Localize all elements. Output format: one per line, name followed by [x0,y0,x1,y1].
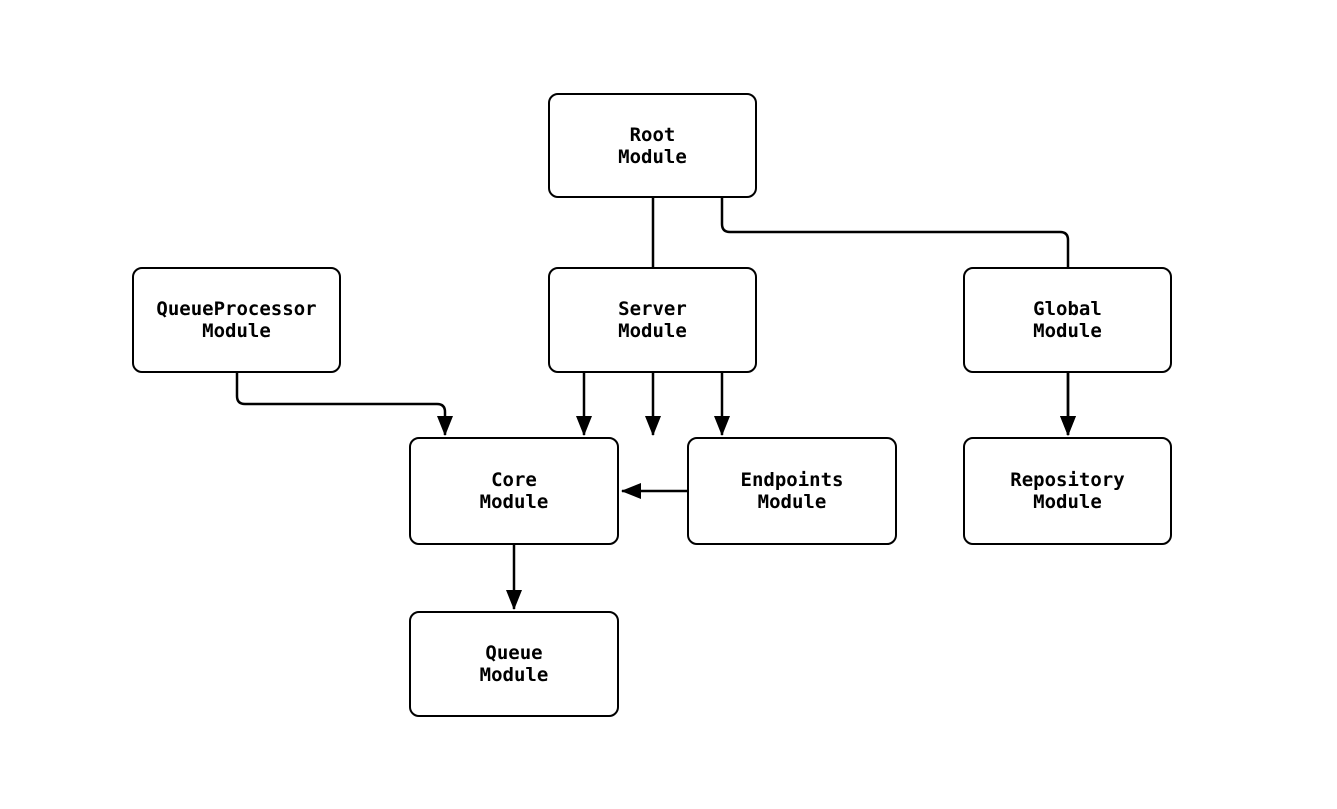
node-endpoints-module-label-line2: Module [757,491,827,513]
node-root-module: Root Module [548,93,757,198]
node-endpoints-module: Endpoints Module [687,437,897,545]
node-core-module: Core Module [409,437,619,545]
node-repository-module-label-line2: Module [1033,491,1102,513]
node-endpoints-module-label-line1: Endpoints [740,469,844,491]
node-queue-module: Queue Module [409,611,619,717]
node-root-module-label-line1: Root [629,123,676,146]
node-root-module-label-line2: Module [618,145,687,168]
node-core-module-label-line2: Module [479,491,549,513]
edge-queueprocessor-to-core [235,373,453,436]
node-repository-module-label-line1: Repository [1010,469,1125,491]
node-server-module-label-line1: Server [618,298,687,320]
node-repository-module: Repository Module [963,437,1172,545]
edge-root-to-global [720,198,1076,436]
node-queueprocessor-module-label-line1: QueueProcessor [156,298,317,320]
node-global-module: Global Module [963,267,1172,373]
node-queue-module-label-line2: Module [479,664,549,686]
node-global-module-label-line1: Global [1033,298,1102,320]
node-queue-module-label-line1: Queue [485,642,543,664]
node-server-module: Server Module [548,267,757,373]
node-queueprocessor-module-label-line2: Module [202,320,271,342]
node-server-module-label-line2: Module [618,320,687,342]
node-queueprocessor-module: QueueProcessor Module [132,267,341,373]
node-core-module-label-line1: Core [491,469,537,491]
node-global-module-label-line2: Module [1033,320,1102,342]
